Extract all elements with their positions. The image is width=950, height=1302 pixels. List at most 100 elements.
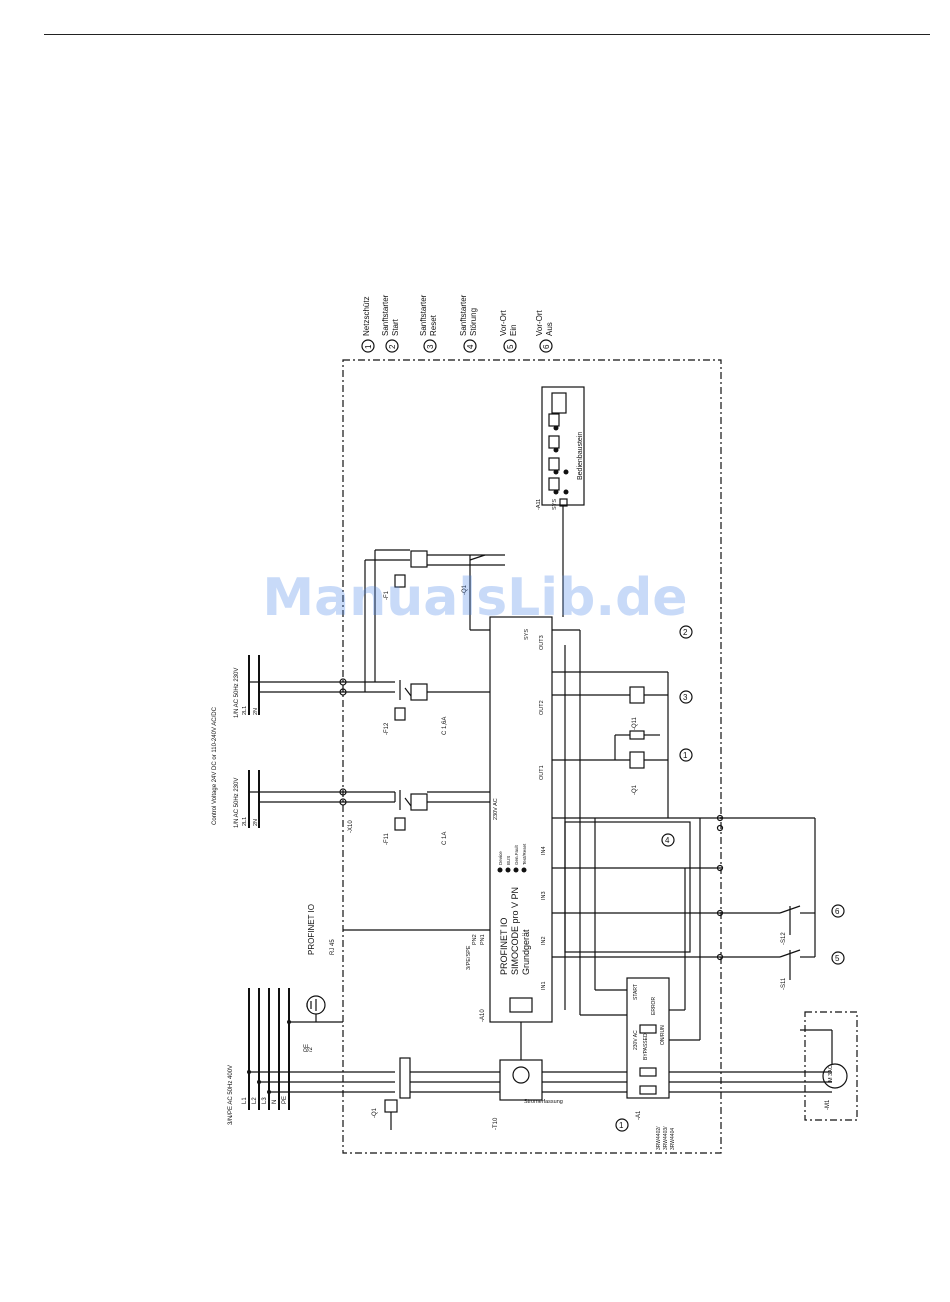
- panel-name: Bedienbaustein: [577, 432, 584, 480]
- f12-rating: C 1,6A: [442, 717, 448, 735]
- simocode-line1: PROFINET IO: [499, 918, 509, 975]
- simocode-wiring: 4: [343, 629, 720, 1016]
- callout-1b: [615, 1118, 629, 1132]
- terminal-label: 2N: [253, 819, 259, 826]
- output-label: OUT3: [539, 635, 545, 650]
- callout-5: [831, 951, 845, 965]
- sys-label: SYS: [524, 629, 530, 640]
- legend-text: Aus: [545, 322, 554, 336]
- legend-text: Ein: [509, 324, 518, 336]
- legend-num: 2: [388, 344, 397, 349]
- port-label: PN2: [472, 934, 478, 945]
- callout-1: [679, 748, 693, 762]
- legend-num-circle: [539, 339, 553, 353]
- led-label: Device: [498, 851, 503, 865]
- phase-label: L3: [262, 1097, 268, 1104]
- legend-num: 6: [542, 344, 551, 349]
- t10-box: [499, 1059, 543, 1101]
- s12-label: -S12: [781, 932, 787, 945]
- legend: 1 Netzschütz 2 Sanftstarter Start 3 Sanf…: [361, 294, 554, 353]
- led-bus: [505, 867, 511, 873]
- legend-num-circle: [423, 339, 437, 353]
- rj45-label: RJ 45: [330, 939, 336, 955]
- terminal-label: 2N: [253, 708, 259, 715]
- q1-contactor: [399, 1057, 411, 1099]
- pe-label: PE: [304, 1044, 310, 1052]
- ctrl-voltage-label: Control Voltage 24V DC or 110-240V AC/DC: [212, 706, 218, 825]
- legend-text: Vor-Ort: [499, 309, 508, 336]
- terminal-label: 2L1: [242, 706, 248, 715]
- terminal-label: 2L1: [242, 817, 248, 826]
- softstarter-box: [626, 977, 670, 1099]
- legend-text: Start: [391, 318, 400, 336]
- callout-2: [679, 625, 693, 639]
- callout-num: 4: [665, 836, 670, 845]
- legend-text: Sanftstarter: [381, 294, 390, 336]
- main-supply-label: 3/N/PE AC 50Hz 400V: [228, 1065, 234, 1125]
- t10-label: -T10: [493, 1117, 499, 1130]
- led-device: [497, 867, 503, 873]
- pe-ref: /2: [308, 1046, 314, 1052]
- legend-num: 3: [426, 344, 435, 349]
- callout-6: [831, 904, 845, 918]
- main-supply: 3/N/PE AC 50Hz 400V L1 L2 L3 N PE /2 PE: [228, 988, 395, 1125]
- legend-text: Vor-Ort: [535, 309, 544, 336]
- input-label: IN2: [541, 936, 547, 945]
- a1-type: 3RW4402/: [656, 1126, 662, 1150]
- output-label: OUT2: [539, 700, 545, 715]
- x10-label: -X10: [348, 820, 354, 833]
- current-connector: [509, 997, 533, 1013]
- legend-num: 5: [506, 344, 515, 349]
- led-testreset: [521, 867, 527, 873]
- callout-num: 5: [835, 954, 840, 963]
- ctrl2-label: 1/N AC 50Hz 230V: [234, 778, 240, 828]
- softstarter-supply: 230V AC: [633, 1030, 639, 1050]
- phase-label: L2: [252, 1097, 258, 1104]
- q11-label: -Q11: [632, 716, 638, 730]
- panel-box: [541, 386, 585, 506]
- led-label: Test/Reset: [522, 843, 527, 865]
- f11-rating: C 1A: [442, 832, 448, 845]
- callout-4: [661, 833, 675, 847]
- s11-label: -S11: [781, 977, 787, 990]
- softstarter-onrun: ON/RUN: [660, 1025, 666, 1045]
- simocode-unit: PROFINET IO SIMOCODE pro V PN Grundgerät…: [307, 616, 553, 1023]
- a1-label: -A1: [636, 1110, 642, 1120]
- legend-text: Reset: [429, 314, 438, 336]
- q1-aux-contact: -Q1: [462, 554, 490, 631]
- port-label: PN1: [480, 934, 486, 945]
- simocode-line2: SIMOCODE pro V PN: [510, 887, 520, 975]
- motor-border: [804, 1011, 858, 1121]
- legend-num: 4: [466, 344, 475, 349]
- breaker-f12: -F12 C 1,6A: [384, 680, 490, 735]
- cabinet-border: [342, 359, 722, 1154]
- main-circuit: -Q1 -T10 Stromerfassung START 230V AC ER…: [372, 818, 858, 1150]
- watermark-text: ManualsLib.de: [262, 568, 687, 628]
- phase-label: N: [272, 1100, 278, 1104]
- q1-contact-label: -Q1: [462, 584, 468, 595]
- operator-panel: Bedienbaustein SYS -A11: [536, 386, 585, 617]
- callout-num: 3: [683, 693, 688, 702]
- t10-name: Stromerfassung: [524, 1099, 563, 1105]
- callout-num: 1: [619, 1121, 624, 1130]
- f12-label: -F12: [384, 722, 390, 735]
- q1-label: -Q1: [372, 1107, 378, 1118]
- phase-label: PE: [282, 1096, 288, 1104]
- callout-num: 1: [683, 751, 688, 760]
- simocode-supply: 230V AC: [493, 798, 499, 820]
- input-label: IN1: [541, 981, 547, 990]
- q1-coil-label: -Q1: [632, 784, 638, 795]
- ctrl1-label: 1/N AC 50Hz 230V: [234, 668, 240, 718]
- legend-num-circle: [361, 339, 375, 353]
- motor-label: M 3AC: [828, 1065, 834, 1082]
- simocode-line3: Grundgerät: [521, 929, 531, 975]
- motor-icon: [822, 1063, 848, 1089]
- contactor-coils: -Q11 -Q1 3 1 2: [614, 625, 693, 795]
- output-label: OUT1: [539, 765, 545, 780]
- q1-coil: [629, 751, 645, 769]
- led-genfault: [513, 867, 519, 873]
- softstarter-bypass: BYPASSED: [643, 1033, 649, 1060]
- panel-sys: SYS: [552, 499, 558, 510]
- legend-text: Netzschütz: [362, 296, 371, 336]
